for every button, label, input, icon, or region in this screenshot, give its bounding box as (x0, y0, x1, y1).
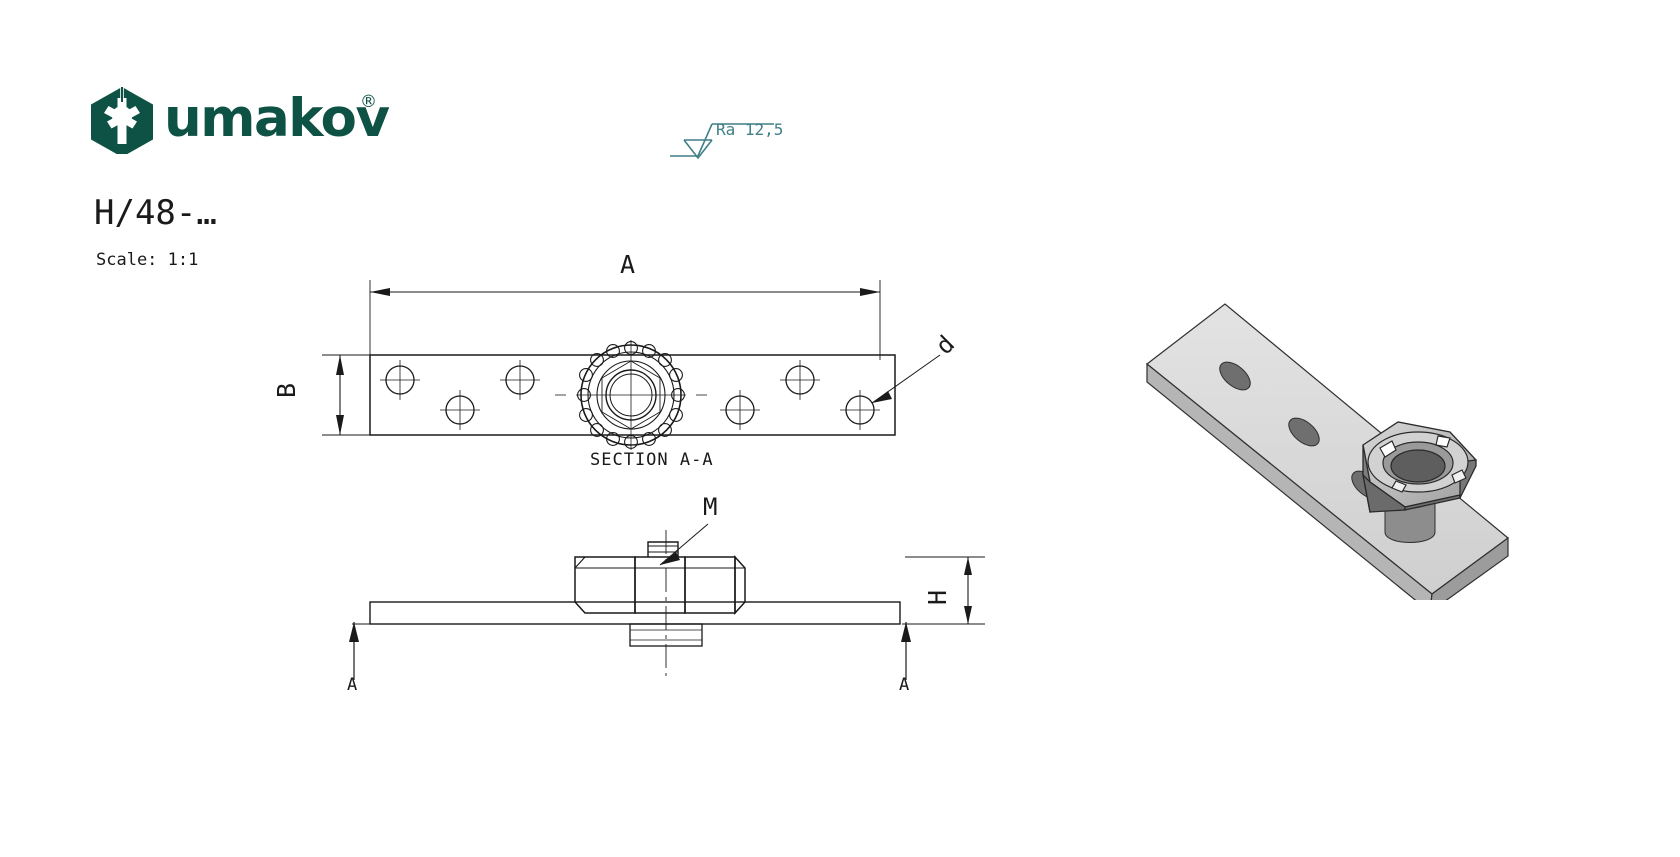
surface-roughness-value: Ra 12,5 (716, 120, 784, 139)
dimension-label-B: B (272, 382, 302, 399)
dimension-label-A: A (620, 250, 636, 279)
isometric-3d-model (1146, 303, 1509, 600)
registered-trademark-symbol: ® (360, 92, 377, 112)
scale-line: Scale: 1:1 (96, 250, 199, 270)
section-view (349, 523, 985, 680)
brand-wordmark: umakov (164, 88, 390, 149)
dimension-label-M: M (703, 493, 718, 521)
iso-castle-nut (1361, 421, 1477, 543)
brand-logo[interactable]: umakov ® (88, 86, 390, 156)
section-arrow-label-left: A (347, 675, 358, 695)
top-view-plate (322, 280, 941, 450)
dimension-label-H: H (923, 589, 953, 606)
hexagon-tri-prong-logo-icon (91, 87, 153, 154)
surface-roughness-symbol (670, 123, 774, 160)
part-code: H/48-… (94, 193, 217, 233)
section-caption: SECTION A-A (590, 450, 714, 470)
section-arrow-label-right: A (899, 675, 910, 695)
